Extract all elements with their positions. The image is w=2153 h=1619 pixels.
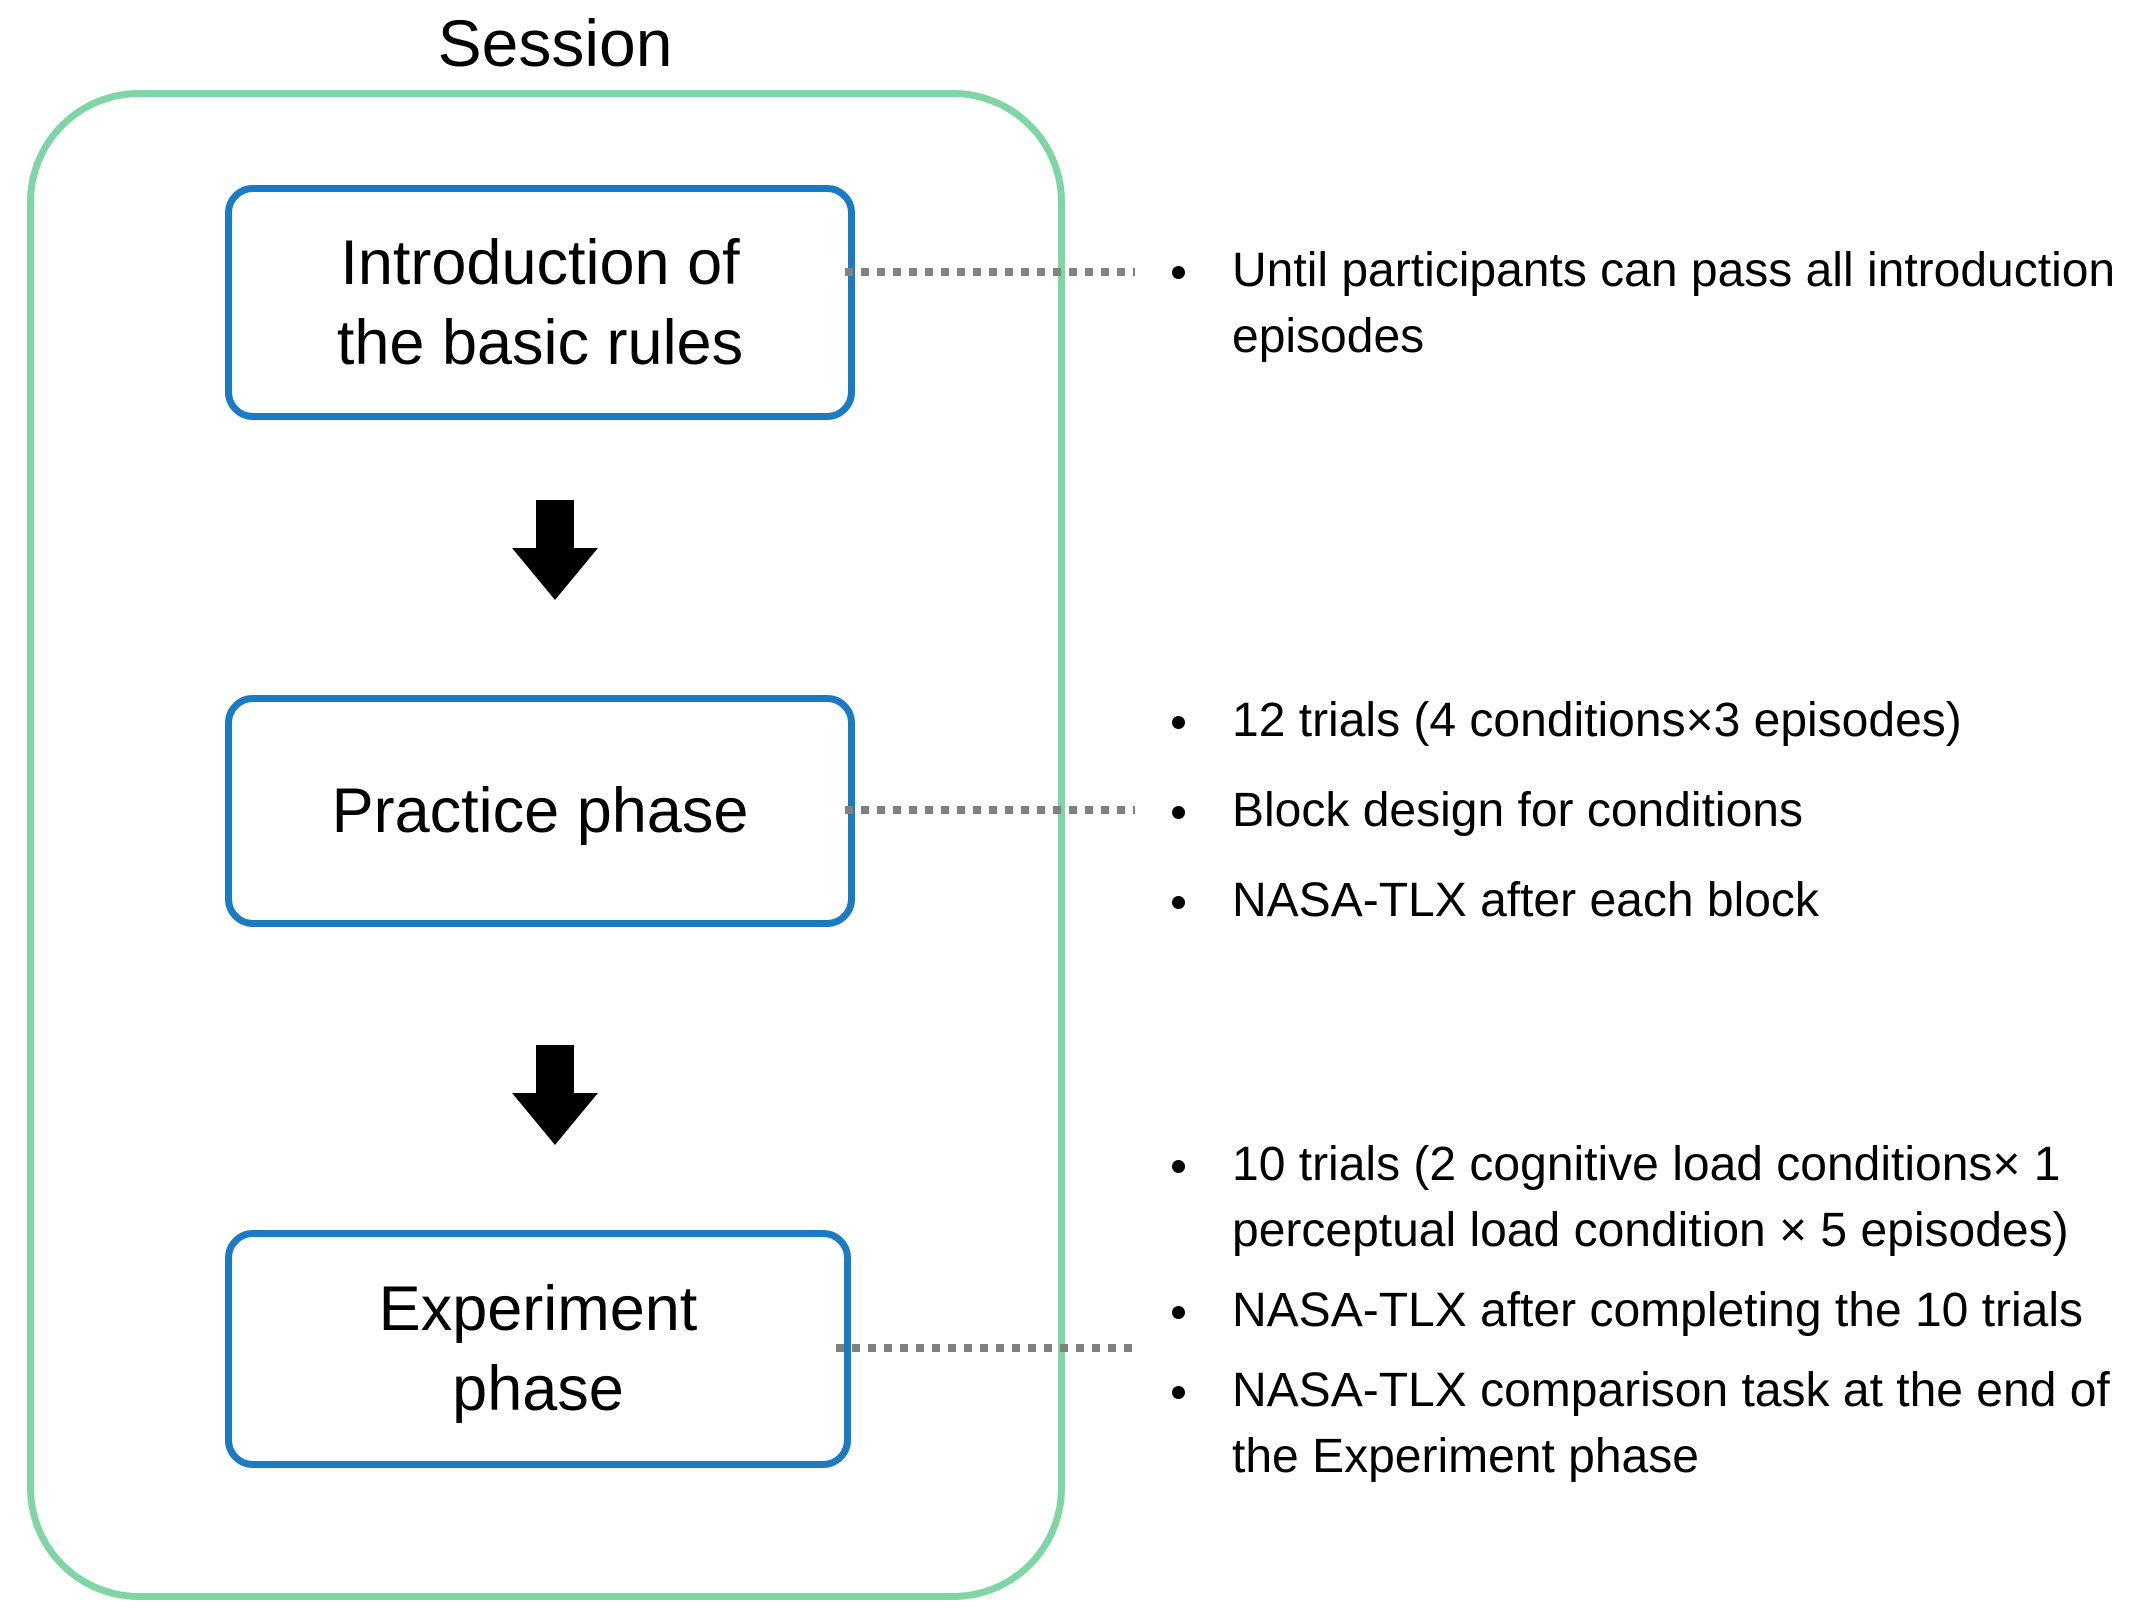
session-title: Session — [437, 6, 673, 80]
bullet-icon — [1172, 1386, 1185, 1399]
annotation-group-introduction: Until participants can pass all introduc… — [1160, 238, 2150, 370]
list-item: NASA-TLX after completing the 10 trials — [1160, 1278, 2150, 1344]
annotation-group-experiment: 10 trials (2 cognitive load conditions× … — [1160, 1132, 2150, 1504]
connector-line-introduction — [845, 268, 1135, 276]
annotation-text: Until participants can pass all introduc… — [1232, 244, 2116, 363]
annotation-text: NASA-TLX comparison task at the end of t… — [1232, 1364, 2110, 1483]
phase-label-experiment-line1: Experiment — [378, 1274, 698, 1344]
list-item: NASA-TLX after each block — [1160, 868, 2150, 934]
bullet-icon — [1172, 896, 1185, 909]
annotation-text: Block design for conditions — [1232, 784, 1803, 837]
phase-label-introduction: Introduction of the basic rules — [337, 223, 743, 383]
list-item: 12 trials (4 conditions×3 episodes) — [1160, 688, 2150, 754]
phase-box-introduction[interactable]: Introduction of the basic rules — [225, 185, 855, 420]
annotation-text: 12 trials (4 conditions×3 episodes) — [1232, 694, 1962, 747]
bullet-icon — [1172, 266, 1185, 279]
phase-label-practice: Practice phase — [331, 776, 749, 846]
bullet-icon — [1172, 716, 1185, 729]
annotation-text: 10 trials (2 cognitive load conditions× … — [1232, 1138, 2069, 1257]
list-item: Until participants can pass all introduc… — [1160, 238, 2150, 370]
list-item: 10 trials (2 cognitive load conditions× … — [1160, 1132, 2150, 1264]
down-arrow-icon — [512, 500, 598, 600]
down-arrow-icon — [512, 1045, 598, 1145]
session-container — [27, 90, 1065, 1600]
bullet-icon — [1172, 1160, 1185, 1173]
phase-label-introduction-line2: the basic rules — [336, 307, 744, 378]
list-item: NASA-TLX comparison task at the end of t… — [1160, 1358, 2150, 1490]
phase-box-experiment[interactable]: Experiment phase — [225, 1230, 851, 1468]
bullet-icon — [1172, 1306, 1185, 1319]
connector-line-experiment — [836, 1344, 1136, 1352]
connector-line-practice — [845, 806, 1135, 814]
phase-label-experiment: Experiment phase — [379, 1269, 698, 1429]
annotation-group-practice: 12 trials (4 conditions×3 episodes) Bloc… — [1160, 688, 2150, 958]
phase-label-experiment-line2: phase — [452, 1354, 624, 1424]
bullet-icon — [1172, 806, 1185, 819]
list-item: Block design for conditions — [1160, 778, 2150, 844]
annotation-text: NASA-TLX after each block — [1232, 874, 1819, 927]
annotation-text: NASA-TLX after completing the 10 trials — [1232, 1284, 2084, 1337]
phase-box-practice[interactable]: Practice phase — [225, 695, 855, 927]
phase-label-introduction-line1: Introduction of — [340, 227, 740, 298]
